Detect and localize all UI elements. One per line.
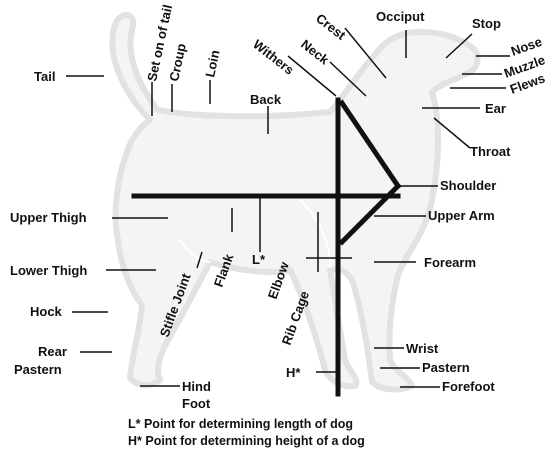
label-h-star: H* [286,365,301,380]
length-note: L* Point for determining length of dog [128,417,353,431]
label-upper-arm: Upper Arm [428,208,495,223]
label-loin: Loin [202,49,222,79]
label-croup: Croup [166,42,189,83]
label-wrist: Wrist [406,341,439,356]
label-neck: Neck [298,37,332,68]
label-tail: Tail [34,69,55,84]
label-stop: Stop [472,16,501,31]
height-note: H* Point for determining height of a dog [128,434,365,448]
label-hind-foot-2: Foot [182,396,211,411]
label-lower-thigh: Lower Thigh [10,263,87,278]
label-rear-pastern-2: Pastern [14,362,62,377]
label-throat: Throat [470,144,511,159]
label-shoulder: Shoulder [440,178,496,193]
label-back: Back [250,92,282,107]
label-forearm: Forearm [424,255,476,270]
label-hock: Hock [30,304,63,319]
label-forefoot: Forefoot [442,379,495,394]
label-pastern: Pastern [422,360,470,375]
label-upper-thigh: Upper Thigh [10,210,87,225]
label-l-star: L* [252,252,266,267]
footnotes: L* Point for determining length of dog H… [128,417,365,448]
label-crest: Crest [313,11,349,44]
label-occiput: Occiput [376,9,425,24]
label-hind-foot-1: Hind [182,379,211,394]
label-rear-pastern-1: Rear [38,344,67,359]
label-ear: Ear [485,101,506,116]
